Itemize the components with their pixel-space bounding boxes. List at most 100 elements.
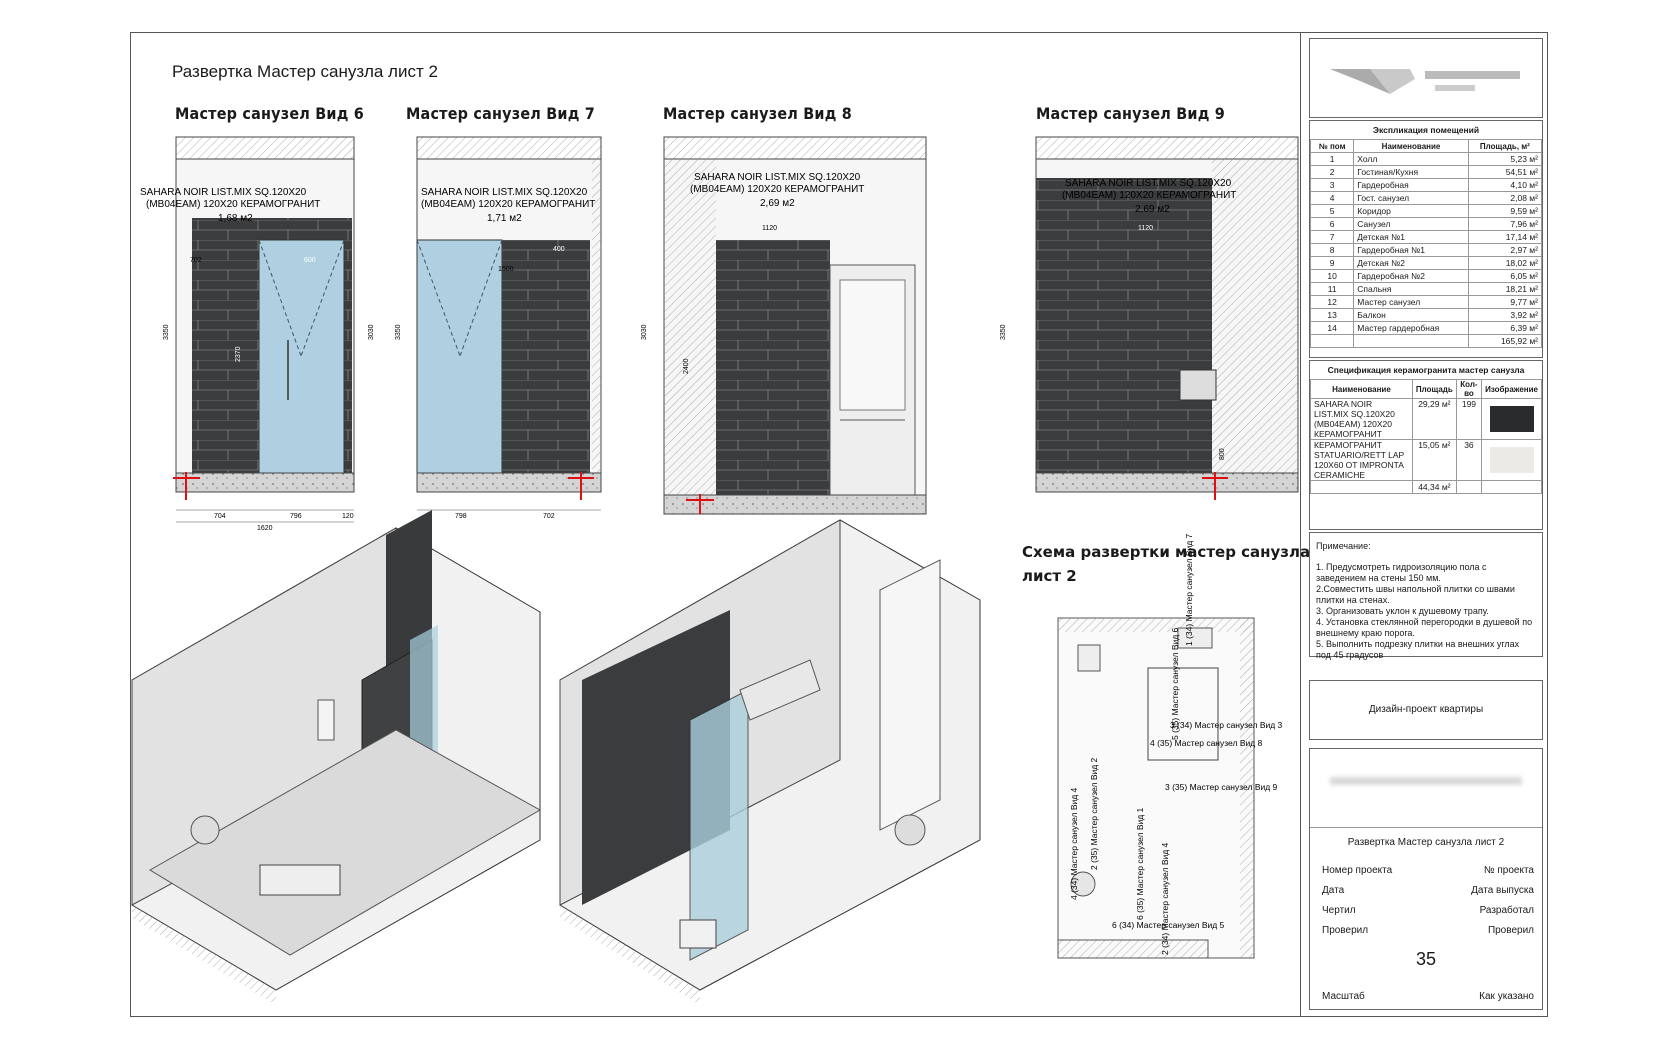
- spec-col-qty: Кол-во: [1455, 379, 1483, 399]
- scheme-label-10: 6 (34) Мастер санузел Вид 5: [1112, 920, 1225, 930]
- company-logo: [1330, 69, 1520, 94]
- col-room-no: № пом: [1309, 139, 1355, 153]
- room-area: 6,39 м²: [1467, 321, 1543, 335]
- scheme-label-4: 4 (35) Мастер санузел Вид 8: [1150, 738, 1263, 748]
- spec-title: Спецификация керамогранита мастер санузл…: [1327, 365, 1525, 375]
- room-area: 54,51 м²: [1467, 165, 1543, 179]
- scheme-label-6: 2 (35) Мастер санузел Вид 2: [1089, 757, 1099, 870]
- elevation-view-9: SAHARA NOIR LIST.MIX SQ.120X20 (MB04EAM)…: [1000, 136, 1299, 500]
- spec-name: SAHARA NOIR LIST.MIX SQ.120X20 (MB04EAM)…: [1310, 398, 1413, 440]
- room-area: 4,10 м²: [1467, 178, 1543, 192]
- view-9-title: Мастер санузел Вид 9: [1036, 104, 1225, 123]
- v7-dim-702: 702: [543, 513, 555, 520]
- isometric-view-1: [131, 510, 542, 1005]
- v9-tile-label-2: (MB04EAM) 120X20 КЕРАМОГРАНИТ: [1062, 190, 1236, 201]
- v8-area: 2,69 м2: [760, 198, 795, 209]
- v7-tile-label-2: (MB04EAM) 120X20 КЕРАМОГРАНИТ: [421, 199, 595, 210]
- scheme-label-8: 4 (34) Мастер санузел Вид 4: [1069, 787, 1079, 900]
- room-no: 4: [1309, 191, 1355, 205]
- v7-dim-height: 3350: [395, 324, 402, 340]
- scheme-label-5: 3 (35) Мастер санузел Вид 9: [1165, 782, 1278, 792]
- v8-dim-height: 3030: [641, 324, 648, 340]
- room-area: 17,14 м²: [1467, 230, 1543, 244]
- spec-swatch: [1481, 439, 1542, 481]
- notes-box: Примечание: 1. Предусмотреть гидроизоляц…: [1309, 532, 1543, 660]
- spec-total: 44,34 м²: [1411, 480, 1457, 494]
- view-8-title: Мастер санузел Вид 8: [663, 104, 852, 123]
- drawing-sheet-frame: [130, 32, 1548, 1017]
- explication-title: Экспликация помещений: [1372, 125, 1480, 135]
- room-name: Санузел: [1353, 217, 1469, 231]
- room-area: 9,59 м²: [1467, 204, 1543, 218]
- v6-dim-1620: 1620: [257, 525, 273, 532]
- room-area: 3,92 м²: [1467, 308, 1543, 322]
- room-no: 3: [1309, 178, 1355, 192]
- tile-swatch-image: [1489, 406, 1534, 432]
- room-no: 13: [1309, 308, 1355, 322]
- room-name: Гардеробная: [1353, 178, 1469, 192]
- v8-dim-1120: 1120: [762, 225, 777, 232]
- v6-dim-2370: 2370: [235, 346, 242, 362]
- room-area: 6,05 м²: [1467, 269, 1543, 283]
- note-4: 4. Установка стеклянной перегородки в ду…: [1316, 617, 1533, 638]
- spec-col-image: Изображение: [1481, 379, 1542, 399]
- room-name: Детская №1: [1353, 230, 1469, 244]
- note-1: 1. Предусмотреть гидроизоляцию пола с за…: [1316, 562, 1487, 583]
- room-no: 12: [1309, 295, 1355, 309]
- spec-row: SAHARA NOIR LIST.MIX SQ.120X20 (MB04EAM)…: [1310, 398, 1542, 440]
- note-3: 3. Организовать уклон к душевому трапу.: [1316, 606, 1489, 616]
- v9-dim-height: 3350: [1000, 324, 1007, 340]
- v9-tile-label-1: SAHARA NOIR LIST.MIX SQ.120X20: [1065, 178, 1232, 189]
- spec-qty: 36: [1455, 439, 1483, 481]
- v6-tile-label-1: SAHARA NOIR LIST.MIX SQ.120X20: [140, 187, 307, 198]
- room-name: Коридор: [1353, 204, 1469, 218]
- room-no: 11: [1309, 282, 1355, 296]
- view-7-title: Мастер санузел Вид 7: [406, 104, 595, 123]
- v7-tile-label-1: SAHARA NOIR LIST.MIX SQ.120X20: [421, 187, 588, 198]
- room-area: 5,23 м²: [1467, 152, 1543, 166]
- spec-row: КЕРАМОГРАНИТ STATUARIO/RETT LAP 120X60 O…: [1310, 439, 1542, 481]
- room-no: 10: [1309, 269, 1355, 283]
- scheme-label-3: 3 (34) Мастер санузел Вид 3: [1170, 720, 1283, 730]
- elevation-view-6: SAHARA NOIR LIST.MIX SQ.120X20 (MB04EAM)…: [140, 136, 375, 532]
- design-project-label: Дизайн-проект квартиры: [1368, 704, 1484, 715]
- v6-dim-704: 704: [214, 513, 226, 520]
- v6-dim-796: 796: [290, 513, 302, 520]
- sheet-number: 35: [1415, 949, 1437, 969]
- room-name: Гостиная/Кухня: [1353, 165, 1469, 179]
- scheme-label-2: 5 (35) Мастер санузел Вид 6: [1170, 627, 1180, 740]
- note-5: 5. Выполнить подрезку плитки на внешних …: [1316, 639, 1520, 660]
- v9-dim-800: 800: [1219, 448, 1226, 460]
- room-name: Гардеробная №1: [1353, 243, 1469, 257]
- v9-area: 2,69 м2: [1135, 204, 1170, 215]
- spec-swatch: [1481, 398, 1542, 440]
- room-no: 2: [1309, 165, 1355, 179]
- spec-table: Наименование Площадь Кол-во Изображение …: [1310, 379, 1542, 494]
- v6-tile-label-2: (MB04EAM) 120X20 КЕРАМОГРАНИТ: [146, 199, 320, 210]
- elevation-view-8: SAHARA NOIR LIST.MIX SQ.120X20 (MB04EAM)…: [641, 136, 927, 515]
- room-name: Спальня: [1353, 282, 1469, 296]
- room-area: 2,08 м²: [1467, 191, 1543, 205]
- logo-box: [1309, 38, 1543, 118]
- spec-area: 15,05 м²: [1411, 439, 1457, 481]
- room-no: 1: [1309, 152, 1355, 166]
- v6-dim-height-2: 3030: [368, 324, 375, 340]
- v6-dim-702: 702: [190, 257, 202, 264]
- room-area: 9,77 м²: [1467, 295, 1543, 309]
- spec-col-name: Наименование: [1310, 379, 1413, 399]
- room-explication-box: Экспликация помещений № пом Наименование…: [1309, 120, 1543, 358]
- v7-dim-1500: 1500: [498, 266, 514, 273]
- v8-tile-label-2: (MB04EAM) 120X20 КЕРАМОГРАНИТ: [690, 184, 864, 195]
